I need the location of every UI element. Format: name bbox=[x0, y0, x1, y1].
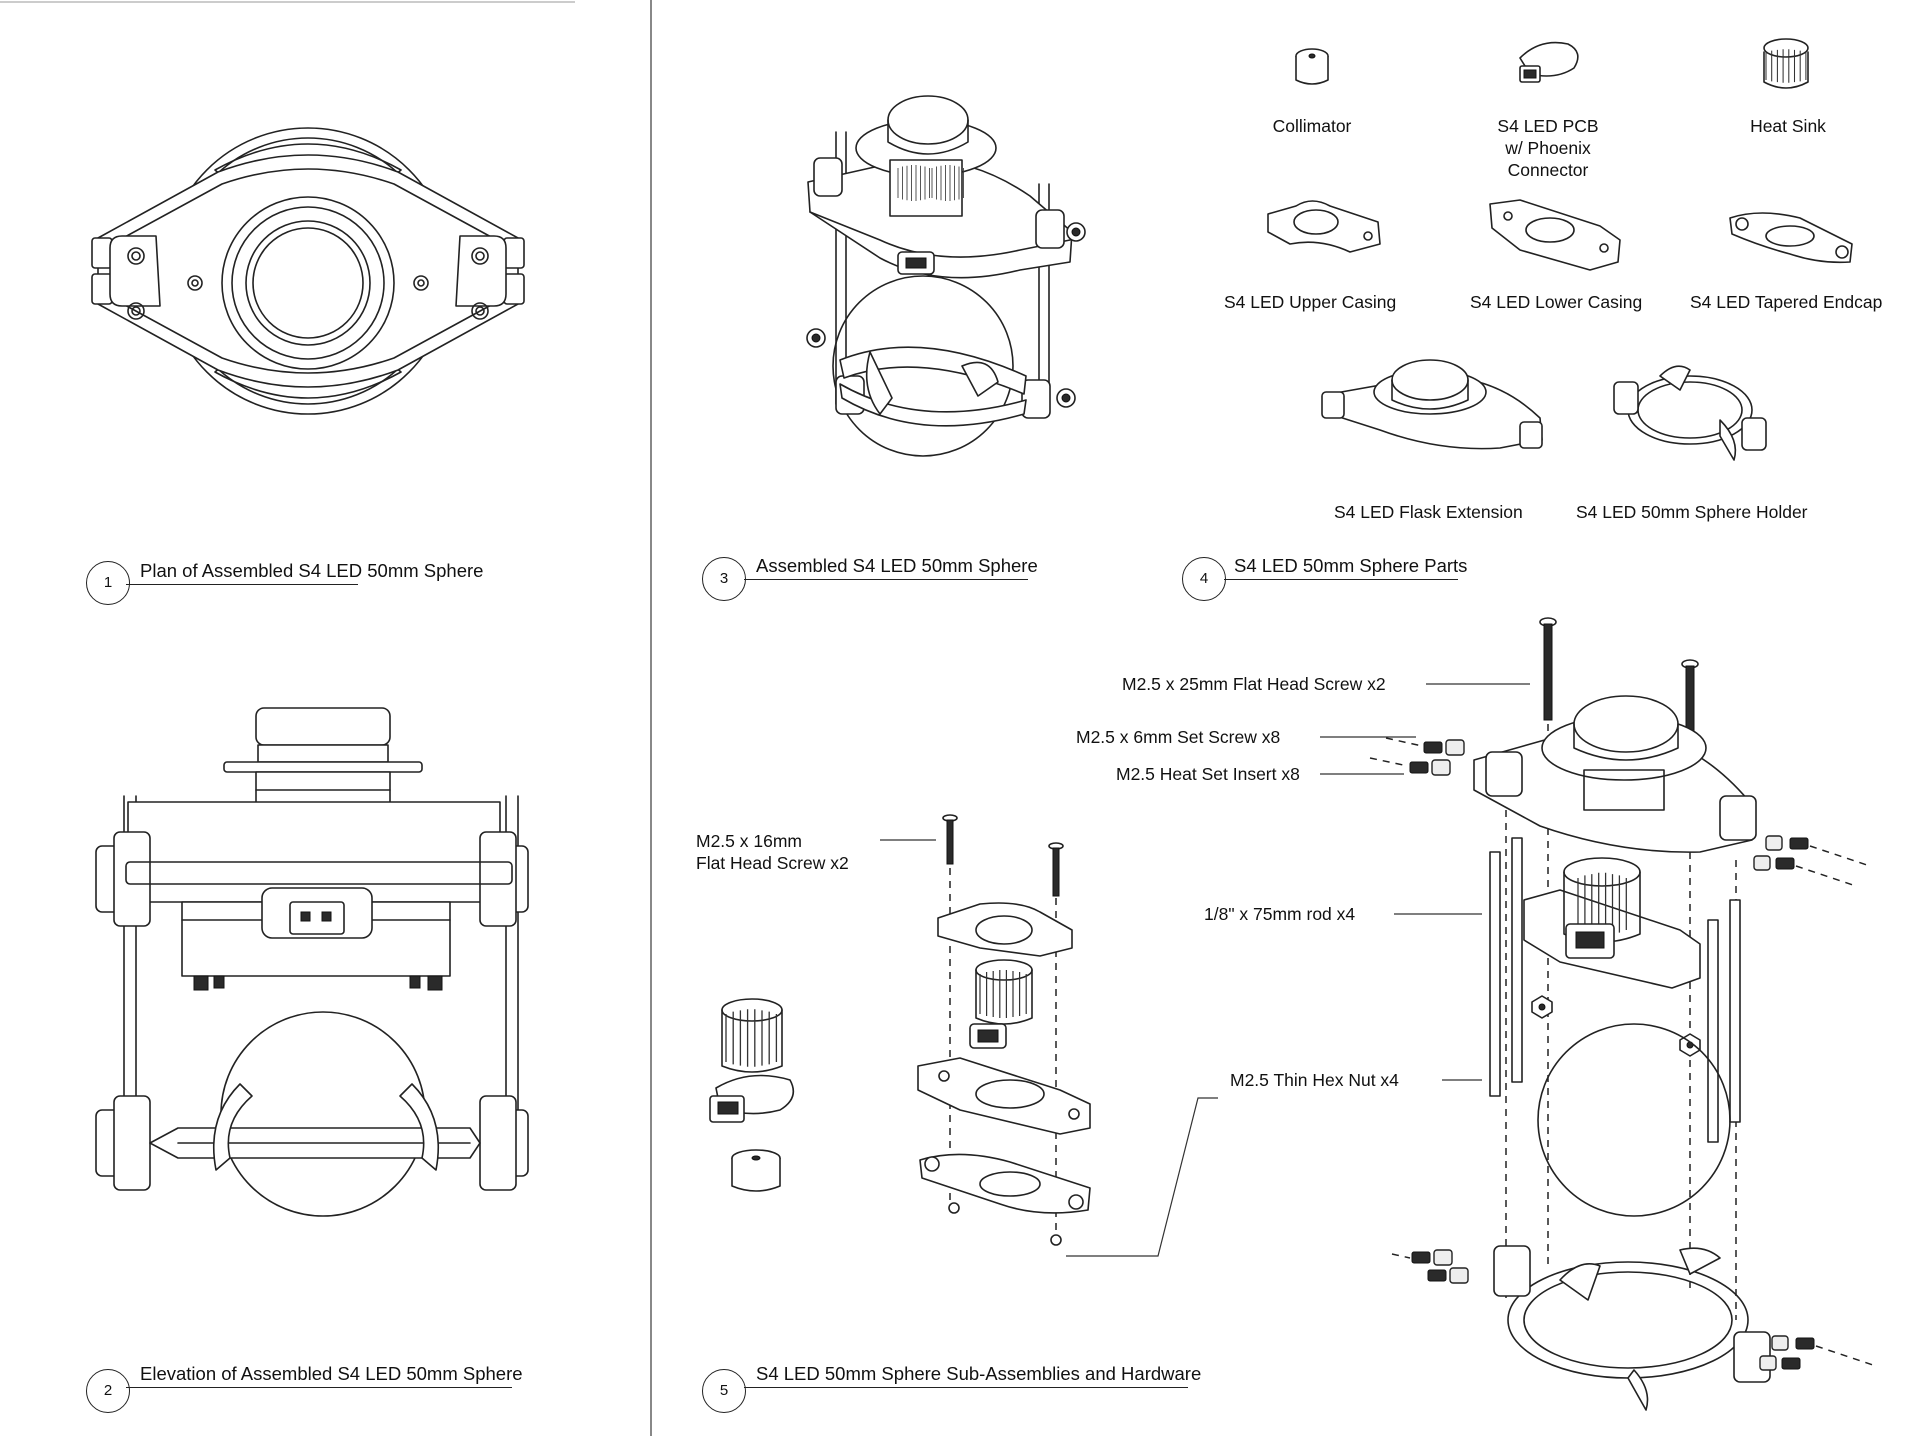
view-title-2: Elevation of Assembled S4 LED 50mm Spher… bbox=[140, 1363, 523, 1384]
set-screws-bottom-right bbox=[1759, 1335, 1877, 1371]
set-screws-top-left bbox=[1369, 737, 1465, 776]
view-number-2: 2 bbox=[86, 1369, 130, 1413]
view-title-3-underline bbox=[744, 579, 1028, 580]
view-title-4-underline bbox=[1224, 579, 1458, 580]
label-collimator: Collimator bbox=[1272, 116, 1352, 136]
view-number-5: 5 bbox=[702, 1369, 746, 1413]
view-title-5-underline bbox=[744, 1387, 1188, 1388]
label-screw-16mm-line1: M2.5 x 16mm bbox=[696, 831, 802, 851]
label-set-screw: M2.5 x 6mm Set Screw x8 bbox=[1076, 727, 1281, 747]
label-pcb-line2: w/ Phoenix bbox=[1505, 138, 1591, 158]
label-rod: 1/8" x 75mm rod x4 bbox=[1204, 904, 1356, 924]
view-title-5: S4 LED 50mm Sphere Sub-Assemblies and Ha… bbox=[756, 1363, 1202, 1384]
label-screw-25mm: M2.5 x 25mm Flat Head Screw x2 bbox=[1122, 674, 1386, 694]
view-title-4: S4 LED 50mm Sphere Parts bbox=[1234, 555, 1468, 576]
assembled-isometric-drawing bbox=[806, 95, 1086, 457]
label-upper-casing: S4 LED Upper Casing bbox=[1224, 292, 1397, 312]
elevation-view-drawing bbox=[95, 707, 529, 1217]
view-number-4: 4 bbox=[1182, 557, 1226, 601]
label-sphere-holder: S4 LED 50mm Sphere Holder bbox=[1576, 502, 1808, 522]
label-hex-nut: M2.5 Thin Hex Nut x4 bbox=[1230, 1070, 1399, 1090]
label-heat-set-insert: M2.5 Heat Set Insert x8 bbox=[1116, 764, 1300, 784]
set-screws-bottom-left bbox=[1391, 1249, 1469, 1284]
view-number-3: 3 bbox=[702, 557, 746, 601]
view-number-1: 1 bbox=[86, 561, 130, 605]
label-lower-casing: S4 LED Lower Casing bbox=[1470, 292, 1643, 312]
view-title-3: Assembled S4 LED 50mm Sphere bbox=[756, 555, 1038, 576]
label-pcb-line1: S4 LED PCB bbox=[1497, 116, 1599, 136]
label-pcb-line3: Connector bbox=[1507, 160, 1589, 180]
subassembly-middle-drawing bbox=[709, 814, 1091, 1246]
label-flask-extension: S4 LED Flask Extension bbox=[1334, 502, 1523, 522]
set-screws-top-right bbox=[1753, 835, 1871, 887]
view-title-1-underline bbox=[126, 584, 358, 585]
label-tapered-endcap: S4 LED Tapered Endcap bbox=[1690, 292, 1883, 312]
view-title-1: Plan of Assembled S4 LED 50mm Sphere bbox=[140, 560, 484, 581]
plan-view-drawing bbox=[91, 127, 525, 415]
label-screw-16mm-line2: Flat Head Screw x2 bbox=[696, 853, 849, 873]
parts-thumbnails bbox=[1267, 38, 1853, 461]
view-title-2-underline bbox=[126, 1387, 512, 1388]
exploded-assembly-drawing bbox=[1369, 617, 1877, 1411]
leader-lines bbox=[880, 683, 1530, 1257]
label-heat-sink: Heat Sink bbox=[1750, 116, 1826, 136]
